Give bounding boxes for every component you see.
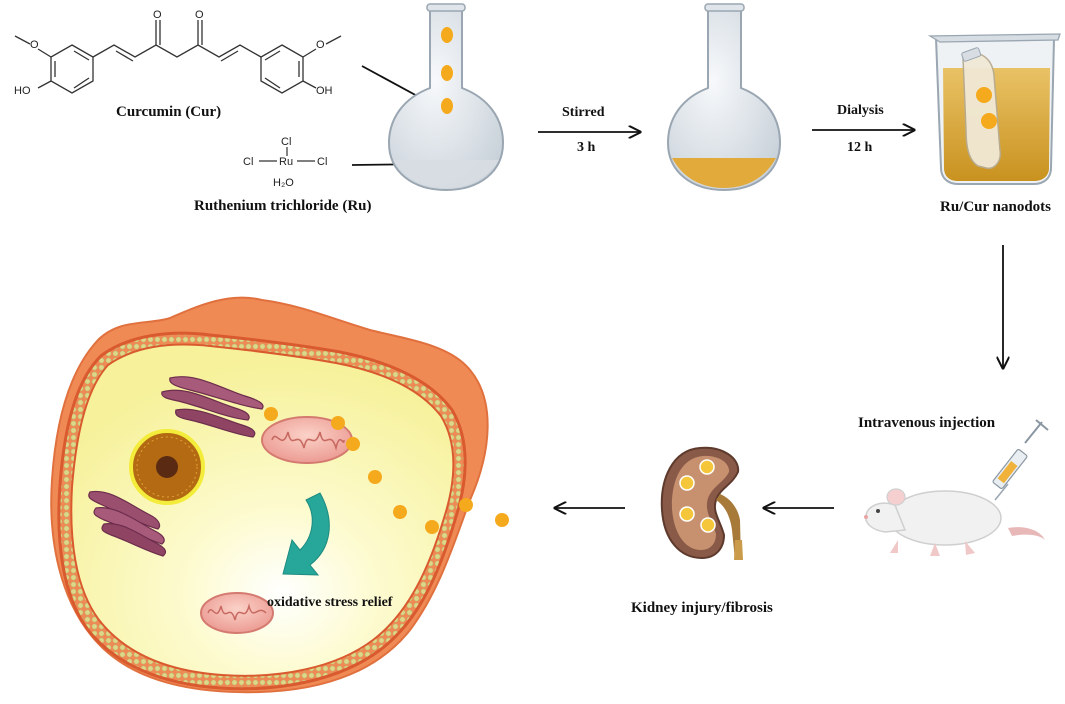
curcumin-droplet-3 [441,98,453,114]
nanodot-in-bag-2 [981,113,997,129]
rucl3-structure [259,147,315,162]
injection-label: Intravenous injection [858,415,996,431]
dialysis-beaker [927,33,1061,185]
stirred-flask [666,3,782,192]
hydroxyl-right: OH [316,85,333,97]
chloride-left: Cl [243,156,253,168]
entering-nanodot-1 [264,407,278,421]
methoxy-oxygen-left: O [30,39,39,51]
golgi-apparatus-top [161,376,264,438]
stirred-label: Stirred [562,105,605,120]
nanodot-in-bag-1 [976,87,992,103]
mixing-flask [387,3,505,192]
kidney-nanodot-4 [700,517,716,533]
entering-nanodot-6 [425,520,439,534]
curcumin-label: Curcumin (Cur) [116,104,222,120]
chloride-top: Cl [281,136,291,148]
stirred-time-label: 3 h [577,140,596,155]
curcumin-droplet-2 [441,65,453,81]
dialysis-time-label: 12 h [847,140,873,155]
methoxy-oxygen-right: O [316,39,325,51]
kidney-label: Kidney injury/fibrosis [631,600,773,616]
dialysis-bag [962,52,1002,170]
carbonyl-oxygen-left: O [153,9,162,21]
entering-nanodot-5 [393,505,407,519]
curcumin-droplet-1 [441,27,453,43]
chloride-right: Cl [317,156,327,168]
curcumin-structure [14,20,342,94]
entering-nanodot-3 [346,437,360,451]
kidney-nanodot-1 [699,459,715,475]
entering-nanodot-4 [368,470,382,484]
ruthenium-atom: Ru [279,156,293,168]
entering-nanodot-2 [331,416,345,430]
curcumin-atom-labels: O O O O HO OH [14,9,333,97]
entering-nanodot-7 [459,498,473,512]
golgi-apparatus-bottom [88,490,167,557]
mouse-illustration [864,488,1045,556]
relief-arrow-icon [282,492,330,576]
cytoplasm [70,343,455,677]
ruthenium-label: Ruthenium trichloride (Ru) [194,198,372,214]
kidney-illustration [660,446,743,560]
cell-illustration [50,296,509,694]
kidney-nanodot-2 [679,475,695,491]
hydroxyl-left: HO [14,85,31,97]
entering-nanodot-8 [495,513,509,527]
mitochondrion-bottom [200,592,274,634]
rucl3-atom-labels: Cl Cl Ru Cl H₂O [243,136,327,189]
relief-label: oxidative stress relief [267,595,393,610]
syringe-icon [992,419,1049,501]
carbonyl-oxygen-right: O [195,9,204,21]
water-ligand: H₂O [273,177,294,189]
nanodots-label: Ru/Cur nanodots [940,199,1052,215]
dialysis-label: Dialysis [837,103,884,118]
kidney-nanodot-3 [679,506,695,522]
